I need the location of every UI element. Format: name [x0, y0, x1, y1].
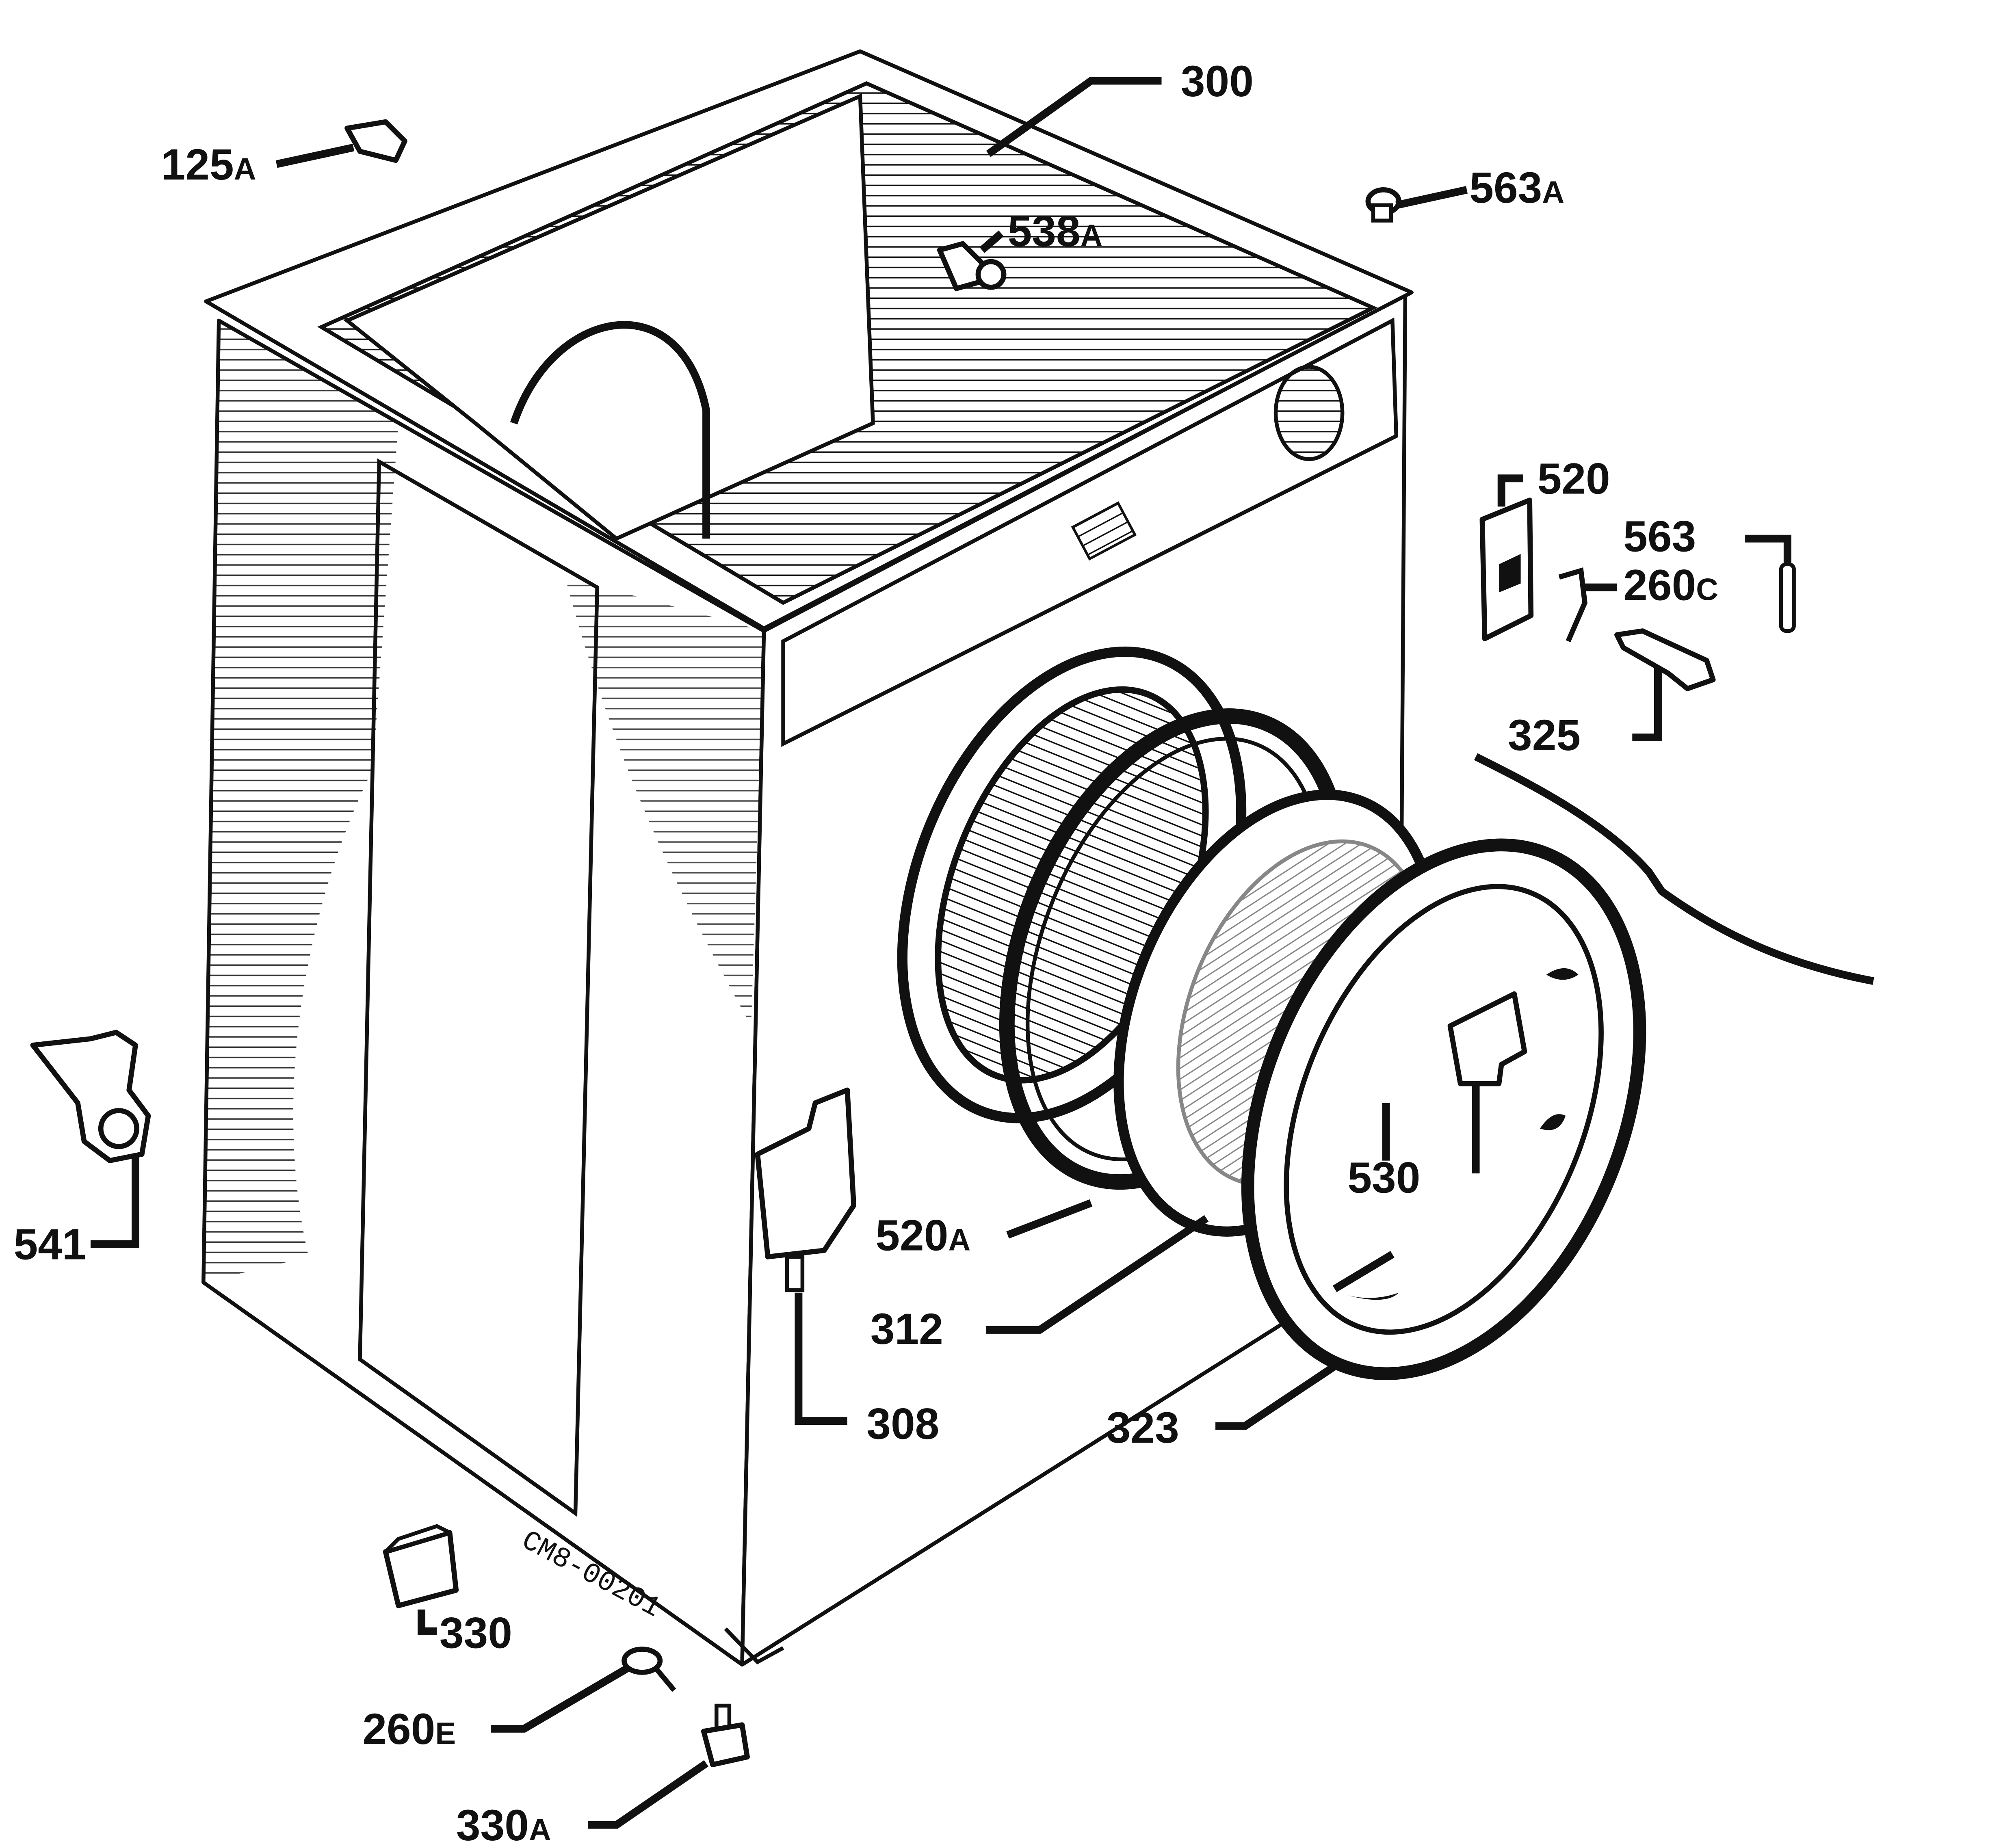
hinge-lever-325: [1614, 628, 1716, 691]
side-panel-shading: [203, 320, 398, 1283]
cabinet-corner-mark: [724, 1627, 784, 1665]
label-125a: 125A: [161, 140, 256, 189]
spring-clip-260e: [622, 1647, 676, 1692]
label-312: 312: [871, 1305, 943, 1353]
bushing-538a: [937, 241, 1007, 291]
door-ring-323: [1241, 838, 1646, 1380]
label-323: 323: [1107, 1403, 1179, 1452]
group-brace: [1474, 753, 1874, 985]
front-panel-slot: [1071, 501, 1137, 561]
lock-plate-520: [1479, 498, 1534, 641]
door-handle-530: [1447, 991, 1527, 1086]
cabinet-inner-arch: [510, 321, 710, 539]
nut-563a: [1365, 187, 1401, 223]
cabinet: [201, 49, 1414, 1667]
door-switch-308: [755, 1087, 856, 1292]
label-541: 541: [13, 1220, 86, 1269]
label-330a: 330A: [456, 1801, 551, 1848]
label-300: 300: [1181, 57, 1254, 106]
leader-lines: [90, 77, 1791, 1829]
label-520a: 520A: [875, 1211, 970, 1260]
label-308: 308: [866, 1400, 939, 1448]
label-260c: 260C: [1623, 561, 1718, 610]
front-panel-port: [1273, 365, 1345, 461]
label-520: 520: [1538, 454, 1610, 503]
clip-260c: [1558, 567, 1587, 643]
label-325: 325: [1508, 711, 1581, 760]
side-panel-recess: [358, 458, 599, 1517]
cabinet-inner-frame: [343, 93, 875, 541]
label-563a: 563A: [1469, 163, 1564, 212]
pin-563: [1779, 562, 1796, 633]
foot-block-330: [383, 1524, 459, 1608]
part-labels: 300 125A 538A 563A 520 563 260C 325 541 …: [13, 57, 1718, 1848]
label-260e: 260E: [362, 1705, 456, 1753]
adjustable-foot-330a: [701, 1703, 750, 1768]
side-panel-shading-right: [565, 577, 764, 1026]
label-563: 563: [1623, 512, 1696, 561]
label-538a: 538A: [1008, 207, 1103, 255]
label-330: 330: [440, 1608, 512, 1657]
hose-connector-541: [30, 1030, 151, 1163]
label-530: 530: [1347, 1153, 1420, 1202]
clip-125a: [344, 119, 407, 163]
